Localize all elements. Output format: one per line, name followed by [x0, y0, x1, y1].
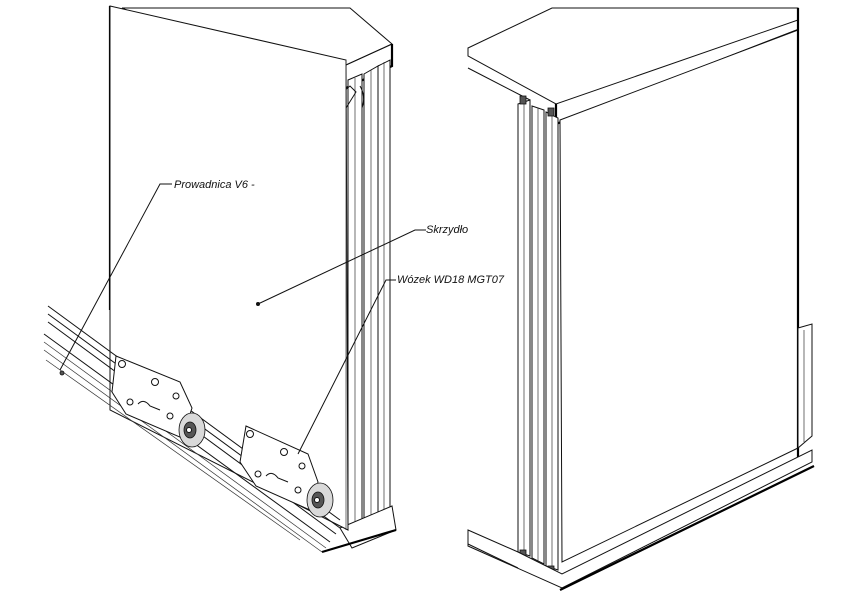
side-frame-right [517, 95, 559, 575]
carriage-front [239, 425, 334, 518]
label-door-leaf: Skrzydło [426, 224, 468, 236]
door-leaf [109, 5, 349, 531]
label-carriage: Wózek WD18 MGT07 [397, 274, 505, 286]
label-guide-rail: Prowadnica V6 - [174, 179, 255, 191]
leader-lines [59, 183, 426, 455]
side-frame-left [108, 6, 397, 554]
carriage-rear [111, 355, 206, 448]
right-view [467, 7, 815, 591]
cabinet-base-right [467, 8, 815, 591]
left-view: Prowadnica V6 - Skrzydło Wózek WD18 MGT0… [43, 5, 505, 554]
